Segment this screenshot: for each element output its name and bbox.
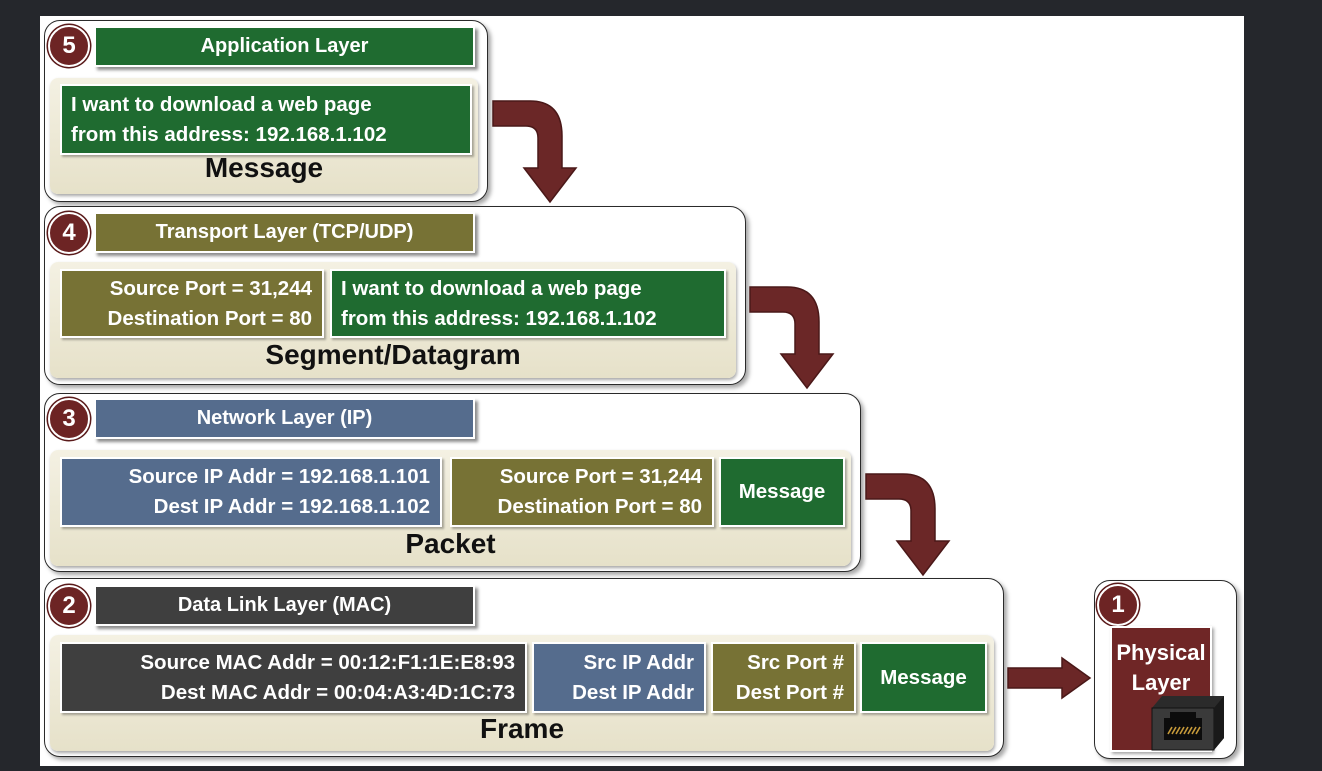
datalink-message-box: Message — [860, 642, 987, 713]
application-message-line1: I want to download a web page — [71, 92, 372, 116]
network-dest-ip: Dest IP Addr = 192.168.1.102 — [153, 495, 430, 518]
transport-message-line2: from this address: 192.168.1.102 — [341, 306, 657, 330]
transport-pdu-label: Segment/Datagram — [265, 339, 521, 370]
network-message-label: Message — [738, 480, 826, 503]
network-destination-port: Destination Port = 80 — [497, 495, 702, 518]
layer-5-badge: 5 — [48, 25, 90, 67]
datalink-src-ip: Src IP Addr — [583, 650, 694, 674]
datalink-ip-box: Src IP Addr Dest IP Addr — [532, 642, 706, 713]
physical-layer-title-line2: Layer — [1131, 670, 1191, 695]
network-source-port: Source Port = 31,244 — [499, 465, 702, 488]
layer-4-badge: 4 — [48, 212, 90, 254]
right-arrow-icon — [1007, 656, 1092, 700]
layer-1-badge: 1 — [1097, 584, 1139, 626]
transport-destination-port: Destination Port = 80 — [107, 306, 312, 330]
datalink-message-label: Message — [880, 665, 967, 689]
network-ip-box: Source IP Addr = 192.168.1.101 Dest IP A… — [60, 457, 442, 527]
datalink-dest-port: Dest Port # — [735, 680, 844, 704]
datalink-ports-box: Src Port # Dest Port # — [711, 642, 856, 713]
transport-ports-box: Source Port = 31,244 Destination Port = … — [60, 269, 324, 338]
network-source-ip: Source IP Addr = 192.168.1.101 — [128, 465, 430, 488]
down-right-arrow-icon — [749, 286, 835, 390]
network-pdu-label: Packet — [405, 528, 496, 559]
diagram-canvas: 5 Application Layer I want to download a… — [40, 16, 1244, 766]
layer-2-badge: 2 — [48, 585, 90, 627]
application-pdu-label: Message — [204, 152, 324, 183]
network-ports-box: Source Port = 31,244 Destination Port = … — [450, 457, 714, 527]
datalink-src-port: Src Port # — [747, 650, 844, 674]
application-layer-title: Application Layer — [94, 26, 475, 67]
application-message-line2: from this address: 192.168.1.102 — [71, 122, 387, 146]
down-right-arrow-icon — [865, 473, 951, 577]
ethernet-port-icon — [1151, 696, 1224, 751]
datalink-layer-title: Data Link Layer (MAC) — [94, 585, 475, 626]
network-message-box: Message — [719, 457, 845, 527]
layer-3-badge: 3 — [48, 398, 90, 440]
datalink-mac-box: Source MAC Addr = 00:12:F1:1E:E8:93 Dest… — [60, 642, 527, 713]
transport-source-port: Source Port = 31,244 — [109, 276, 312, 300]
transport-message-line1: I want to download a web page — [341, 276, 642, 300]
physical-layer-title-line1: Physical — [1116, 640, 1206, 665]
application-message-box: I want to download a web page from this … — [60, 84, 472, 155]
datalink-source-mac: Source MAC Addr = 00:12:F1:1E:E8:93 — [140, 650, 515, 674]
network-layer-title: Network Layer (IP) — [94, 398, 475, 439]
datalink-dest-ip: Dest IP Addr — [572, 680, 694, 704]
transport-message-box: I want to download a web page from this … — [330, 269, 726, 338]
datalink-dest-mac: Dest MAC Addr = 00:04:A3:4D:1C:73 — [160, 680, 515, 704]
datalink-pdu-label: Frame — [479, 713, 565, 744]
down-right-arrow-icon — [492, 100, 578, 204]
transport-layer-title: Transport Layer (TCP/UDP) — [94, 212, 475, 253]
